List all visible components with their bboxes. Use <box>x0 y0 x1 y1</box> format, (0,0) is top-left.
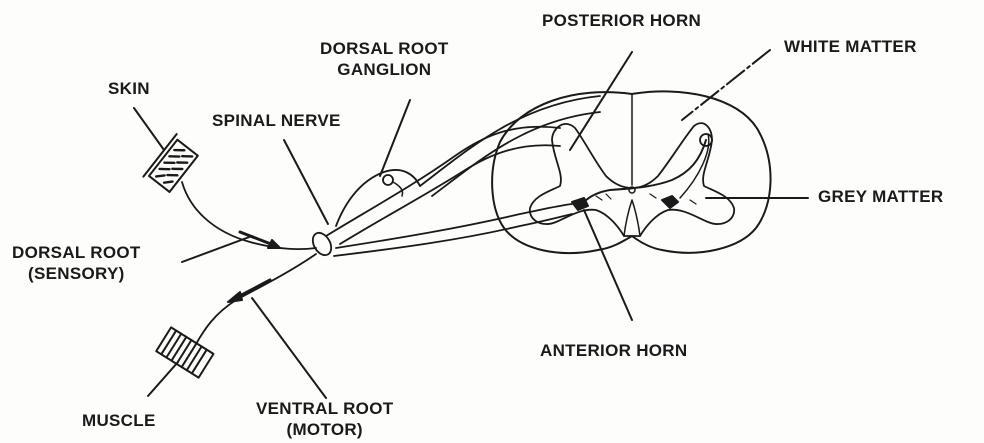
ganglion-bulge <box>336 170 420 226</box>
leader-dorsal-root <box>182 236 252 262</box>
motor-fibre-line <box>196 254 316 344</box>
muscle-patch <box>156 327 213 377</box>
label-dorsal-root-line2: (SENSORY) <box>12 263 141 284</box>
label-dorsal-root-ganglion: DORSAL ROOT GANGLION <box>320 38 449 80</box>
label-posterior-horn: POSTERIOR HORN <box>542 10 701 31</box>
skin-rect <box>149 140 198 192</box>
label-dorsal-root: DORSAL ROOT (SENSORY) <box>12 242 141 284</box>
label-ventral-root: VENTRAL ROOT (MOTOR) <box>256 398 393 440</box>
label-anterior-horn: ANTERIOR HORN <box>540 340 687 361</box>
label-dorsal-root-line1: DORSAL ROOT <box>12 242 141 263</box>
leader-white-matter <box>682 50 770 120</box>
label-grey-matter: GREY MATTER <box>818 186 943 207</box>
leader-skin <box>134 108 164 150</box>
nerve-roots <box>309 96 600 258</box>
motor-arrowhead <box>228 292 242 302</box>
sensory-fibre <box>182 182 316 249</box>
label-skin: SKIN <box>108 78 150 99</box>
motor-fibre <box>196 254 316 344</box>
grey-matter-texture <box>596 194 696 204</box>
leader-spinal-nerve <box>284 140 328 224</box>
spinal-cord-section <box>492 91 770 253</box>
sensory-fibre-line <box>182 182 316 249</box>
label-white-matter: WHITE MATTER <box>784 36 917 57</box>
label-dorsal-root-ganglion-line1: DORSAL ROOT <box>320 38 449 59</box>
label-ventral-root-line1: VENTRAL ROOT <box>256 398 393 419</box>
label-dorsal-root-ganglion-line2: GANGLION <box>320 59 449 80</box>
label-muscle: MUSCLE <box>82 410 156 431</box>
motor-neuron-right <box>662 196 678 208</box>
leader-ventral-root <box>252 298 326 398</box>
label-spinal-nerve: SPINAL NERVE <box>212 110 341 131</box>
skin-patch <box>143 134 200 195</box>
sensory-arrowhead <box>268 240 280 248</box>
dorsal-root-upper-line <box>326 127 560 236</box>
anterior-median-fissure <box>624 200 640 236</box>
label-ventral-root-line2: (MOTOR) <box>256 419 393 440</box>
leader-posterior-horn <box>570 52 632 150</box>
skin-hatching <box>155 145 193 186</box>
leader-muscle <box>148 362 178 396</box>
leader-dorsal-root-ganglion <box>380 100 410 176</box>
ganglion-cell <box>383 175 393 185</box>
